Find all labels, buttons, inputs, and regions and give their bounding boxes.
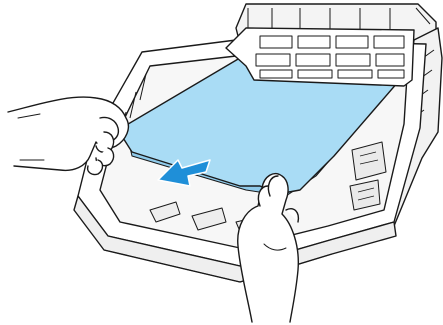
- left-hand-icon: [8, 97, 128, 174]
- paper-guide-icon: [226, 28, 414, 86]
